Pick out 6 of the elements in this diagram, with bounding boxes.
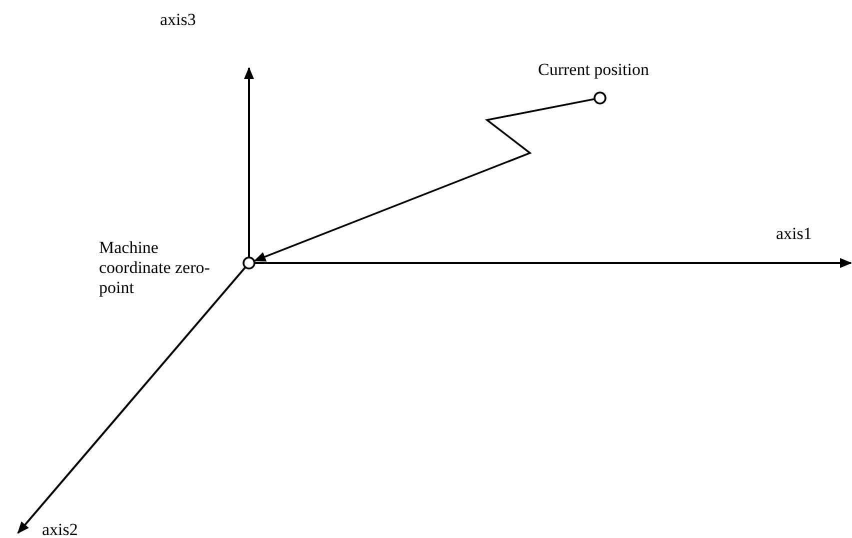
point-label: Current position xyxy=(538,60,649,80)
axis-label: axis3 xyxy=(160,10,196,30)
axis-label: axis1 xyxy=(776,224,812,244)
point-label: Machine coordinate zero-point xyxy=(99,238,211,298)
axis-label: axis2 xyxy=(42,520,78,538)
arrow xyxy=(254,98,594,262)
